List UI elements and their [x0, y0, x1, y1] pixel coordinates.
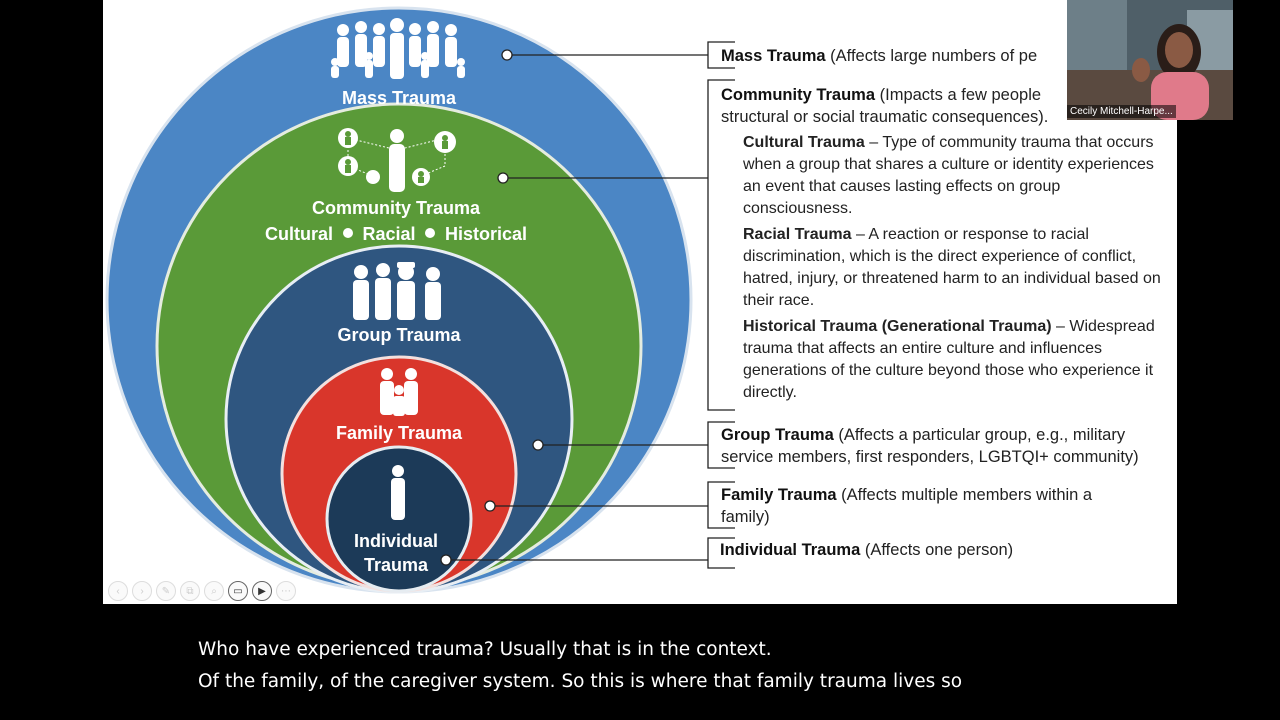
caption-line: Who have experienced trauma? Usually tha…	[198, 639, 772, 660]
desc-title: Racial Trauma	[743, 226, 852, 243]
individual-trauma-label-line1: Individual	[354, 531, 438, 551]
pen-icon[interactable]: ✎	[156, 581, 176, 601]
desc-title: Community Trauma	[721, 86, 876, 104]
family-trauma-description: Family Trauma (Affects multiple members …	[721, 484, 1141, 528]
next-icon[interactable]: ›	[132, 581, 152, 601]
crowd-icon	[331, 18, 465, 79]
slide-toolbar: ‹ › ✎ ⧉ ⌕ ▭ ▶ ⋯	[108, 579, 296, 603]
cultural-trauma-description: Cultural Trauma – Type of community trau…	[743, 132, 1173, 220]
desc-title: Mass Trauma	[721, 47, 826, 65]
group-workers-icon	[353, 262, 441, 320]
bullet-dot	[343, 228, 353, 238]
zoom-icon[interactable]: ⌕	[204, 581, 224, 601]
racial-trauma-description: Racial Trauma – A reaction or response t…	[743, 224, 1173, 312]
mass-trauma-label: Mass Trauma	[342, 88, 457, 108]
group-trauma-label: Group Trauma	[337, 325, 461, 345]
participant-avatar	[1067, 0, 1233, 120]
copy-icon[interactable]: ⧉	[180, 581, 200, 601]
desc-text: (Affects multiple members within a famil…	[721, 486, 1093, 526]
desc-title: Cultural Trauma	[743, 134, 865, 151]
desc-text: (Affects one person)	[864, 541, 1014, 559]
subtitles-icon[interactable]: ▭	[228, 581, 248, 601]
family-icon	[380, 368, 418, 416]
more-icon[interactable]: ⋯	[276, 581, 296, 601]
individual-trauma-label-line2: Trauma	[364, 555, 429, 575]
group-trauma-description: Group Trauma (Affects a particular group…	[721, 424, 1177, 468]
bullet-dot	[425, 228, 435, 238]
desc-title: Individual Trauma	[720, 541, 861, 559]
desc-title: Group Trauma	[721, 426, 834, 444]
captions-area: Who have experienced trauma? Usually tha…	[198, 634, 962, 698]
desc-text: (Affects large numbers of pe	[830, 47, 1038, 65]
desc-text: (Affects a particular group, e.g., milit…	[721, 426, 1139, 466]
desc-text: (Impacts a few people	[879, 86, 1042, 104]
desc-text-continued: structural or social traumatic consequen…	[721, 108, 1049, 126]
community-subtype-historical: Historical	[445, 224, 527, 244]
individual-trauma-description: Individual Trauma (Affects one person)	[720, 539, 1013, 561]
caption-line: Of the family, of the caregiver system. …	[198, 671, 963, 692]
historical-trauma-description: Historical Trauma (Generational Trauma) …	[743, 316, 1173, 404]
mass-trauma-description: Mass Trauma (Affects large numbers of pe	[721, 45, 1037, 67]
participant-video[interactable]: Cecily Mitchell-Harpe...	[1067, 0, 1233, 120]
desc-text: – Widespread trauma that affects an enti…	[743, 318, 1155, 401]
camera-icon[interactable]: ▶	[252, 581, 272, 601]
community-subtype-cultural: Cultural	[265, 224, 333, 244]
person-icon	[391, 465, 405, 520]
previous-icon[interactable]: ‹	[108, 581, 128, 601]
participant-name: Cecily Mitchell-Harpe...	[1067, 105, 1176, 118]
family-trauma-label: Family Trauma	[336, 423, 463, 443]
community-trauma-description: Community Trauma (Impacts a few people s…	[721, 84, 1048, 128]
desc-title: Family Trauma	[721, 486, 837, 504]
community-trauma-label: Community Trauma	[312, 198, 481, 218]
community-subtype-racial: Racial	[362, 224, 415, 244]
desc-text: – A reaction or response to racial discr…	[743, 226, 1161, 309]
presentation-slide: Mass Trauma Community Trauma Cultur	[103, 0, 1177, 604]
trauma-diagram: Mass Trauma Community Trauma Cultur	[105, 6, 735, 594]
desc-title: Historical Trauma (Generational Trauma)	[743, 318, 1052, 335]
brackets	[707, 41, 735, 569]
connector-lines	[440, 49, 708, 566]
community-network-icon	[338, 128, 456, 192]
desc-text: – Type of community trauma that occurs w…	[743, 134, 1154, 217]
